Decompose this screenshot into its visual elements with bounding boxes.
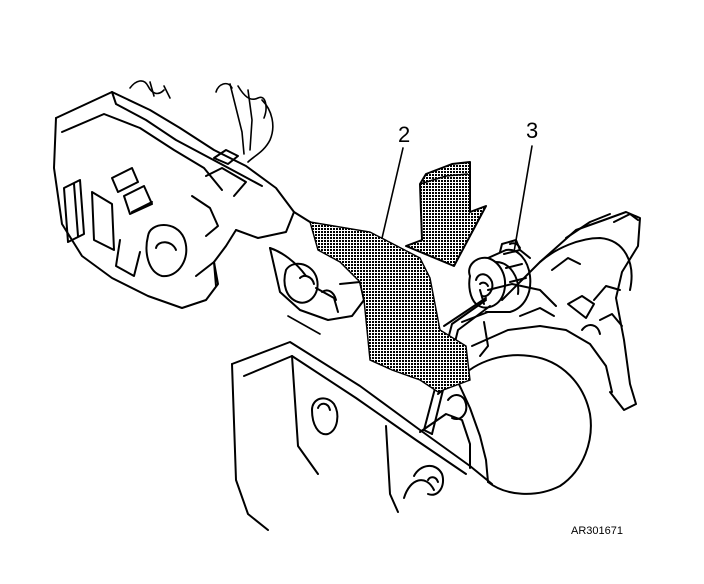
figure-identifier: AR301671 bbox=[571, 525, 623, 537]
hatched-region bbox=[309, 221, 471, 393]
leader-line-3 bbox=[513, 145, 533, 253]
right-housing bbox=[413, 211, 641, 496]
lower-housing bbox=[231, 315, 493, 531]
component-2-spring-clip bbox=[423, 297, 491, 435]
arrow-down-icon bbox=[405, 161, 487, 267]
component-3-sensor bbox=[468, 239, 532, 313]
callout-label-3: 3 bbox=[526, 118, 539, 143]
left-housing bbox=[53, 80, 295, 309]
callout-label-2: 2 bbox=[398, 122, 411, 147]
